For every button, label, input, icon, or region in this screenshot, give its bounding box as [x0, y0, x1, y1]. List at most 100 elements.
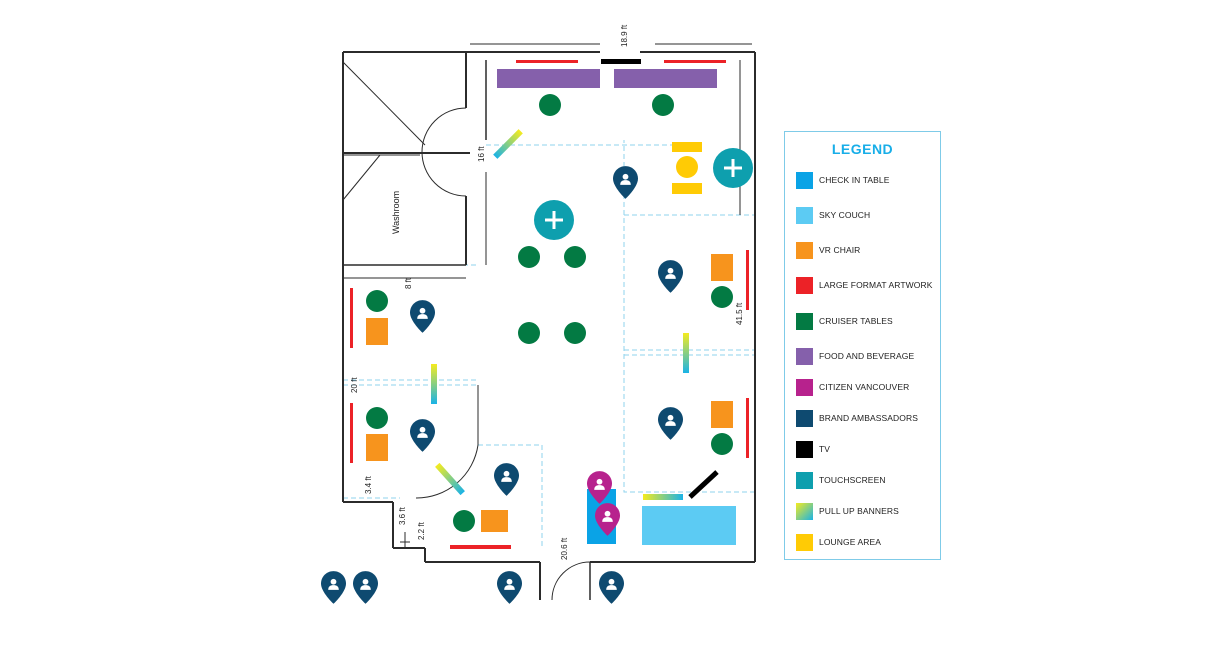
person-pin-icon	[658, 260, 683, 293]
cruiser-table	[564, 246, 586, 268]
lounge-table	[676, 156, 698, 178]
person-pin-icon	[321, 571, 346, 604]
tv-bottom-right	[688, 470, 719, 499]
cruiser-table	[453, 510, 475, 532]
person-pin-icon	[410, 300, 435, 333]
legend-item: CRUISER TABLES	[796, 312, 893, 330]
cruiser-table	[518, 322, 540, 344]
legend-item: LOUNGE AREA	[796, 533, 881, 551]
legend-swatch	[796, 171, 813, 189]
vr-chairs	[366, 254, 733, 532]
artwork-right-upper	[746, 250, 749, 310]
dim-inner-wall: 16 ft	[477, 146, 486, 162]
cruiser-tables	[366, 94, 733, 532]
plus-bar-v	[552, 211, 556, 229]
legend-item: CITIZEN VANCOUVER	[796, 378, 909, 396]
food-and-beverage-counters	[497, 69, 717, 88]
lounge-area	[672, 142, 702, 194]
plus-bar-v	[731, 159, 735, 177]
vr-chair	[481, 510, 508, 532]
banner-bottom	[643, 494, 683, 500]
legend-label: CHECK IN TABLE	[819, 175, 890, 185]
legend-item: FOOD AND BEVERAGE	[796, 347, 914, 365]
tv-top	[601, 59, 641, 64]
person-pin-icon	[353, 571, 378, 604]
legend-label: CITIZEN VANCOUVER	[819, 382, 910, 392]
vr-chair	[711, 254, 733, 281]
legend-label: PULL UP BANNERS	[819, 506, 899, 516]
person-pin-icon	[494, 463, 519, 496]
tvs	[601, 59, 719, 499]
dim-notch-b: 2.2 ft	[417, 521, 426, 540]
legend-swatch	[796, 533, 813, 551]
legend-title: LEGEND	[831, 141, 894, 157]
legend-item: TOUCHSCREEN	[796, 471, 886, 489]
dim-notch-a: 3.6 ft	[398, 506, 407, 525]
artwork-top-left	[516, 60, 578, 63]
banner-right	[683, 333, 689, 373]
dim-bottom: 20.6 ft	[560, 537, 569, 560]
lounge-seat-top	[672, 142, 702, 152]
legend-item: BRAND AMBASSADORS	[796, 409, 918, 427]
legend-item: SKY COUCH	[796, 206, 870, 224]
touchscreen-lounge	[713, 148, 753, 188]
legend-swatch	[796, 276, 813, 294]
legend-label: LOUNGE AREA	[819, 537, 882, 547]
person-pin-icon	[613, 166, 638, 199]
lounge-seat-bottom	[672, 183, 702, 194]
door-swing-entrance	[551, 561, 591, 601]
vr-zone-right	[623, 214, 756, 493]
person-pin-icon	[658, 407, 683, 440]
dim-right: 41.5 ft	[735, 302, 744, 325]
check-in-area	[587, 489, 736, 545]
artwork-left-lower	[350, 403, 353, 463]
cruiser-table	[539, 94, 561, 116]
artwork-top-right	[664, 60, 726, 63]
cruiser-table	[518, 246, 540, 268]
artwork-pieces	[350, 60, 749, 549]
legend-item: CHECK IN TABLE	[796, 171, 890, 189]
legend-label: TV	[819, 444, 831, 454]
person-pin-icon	[410, 419, 435, 452]
legend-label: CRUISER TABLES	[819, 316, 893, 326]
legend-swatch	[796, 440, 813, 458]
door-swing-washroom-2	[421, 151, 467, 197]
cruiser-table	[711, 433, 733, 455]
touchscreens	[534, 148, 753, 240]
room-label-washroom: Washroom	[391, 191, 401, 234]
person-pin-icon	[497, 571, 522, 604]
cruiser-table	[711, 286, 733, 308]
cruiser-table	[366, 407, 388, 429]
washroom-diag-1	[342, 61, 426, 146]
vr-chair	[366, 318, 388, 345]
person-pin-icon	[599, 571, 624, 604]
legend-label: FOOD AND BEVERAGE	[819, 351, 915, 361]
dim-left-low: 3.4 ft	[364, 475, 373, 494]
legend-label: TOUCHSCREEN	[819, 475, 886, 485]
touchscreen-center	[534, 200, 574, 240]
food-counter-left	[497, 69, 600, 88]
legend-swatch	[796, 409, 813, 427]
banner-left-diag	[435, 462, 465, 496]
legend-swatch	[796, 241, 813, 259]
dimension-labels: 18.9 ft 16 ft 8 ft 41.5 ft 20 ft 3.4 ft …	[350, 24, 744, 560]
artwork-left-upper	[350, 288, 353, 348]
banner-top	[493, 129, 523, 159]
legend-item: VR CHAIR	[796, 241, 860, 259]
dim-left-mid: 20 ft	[350, 377, 359, 393]
vr-chair	[366, 434, 388, 461]
pull-up-banners	[431, 129, 689, 500]
legend-swatch	[796, 378, 813, 396]
artwork-bottom	[450, 545, 511, 549]
legend-label: VR CHAIR	[819, 245, 861, 255]
legend-swatch	[796, 502, 813, 520]
legend-swatch	[796, 347, 813, 365]
legend-label: BRAND AMBASSADORS	[819, 413, 919, 423]
cruiser-table	[564, 322, 586, 344]
vr-chair	[711, 401, 733, 428]
cruiser-table	[366, 290, 388, 312]
dim-left-room: 8 ft	[404, 277, 413, 289]
legend-swatch	[796, 206, 813, 224]
